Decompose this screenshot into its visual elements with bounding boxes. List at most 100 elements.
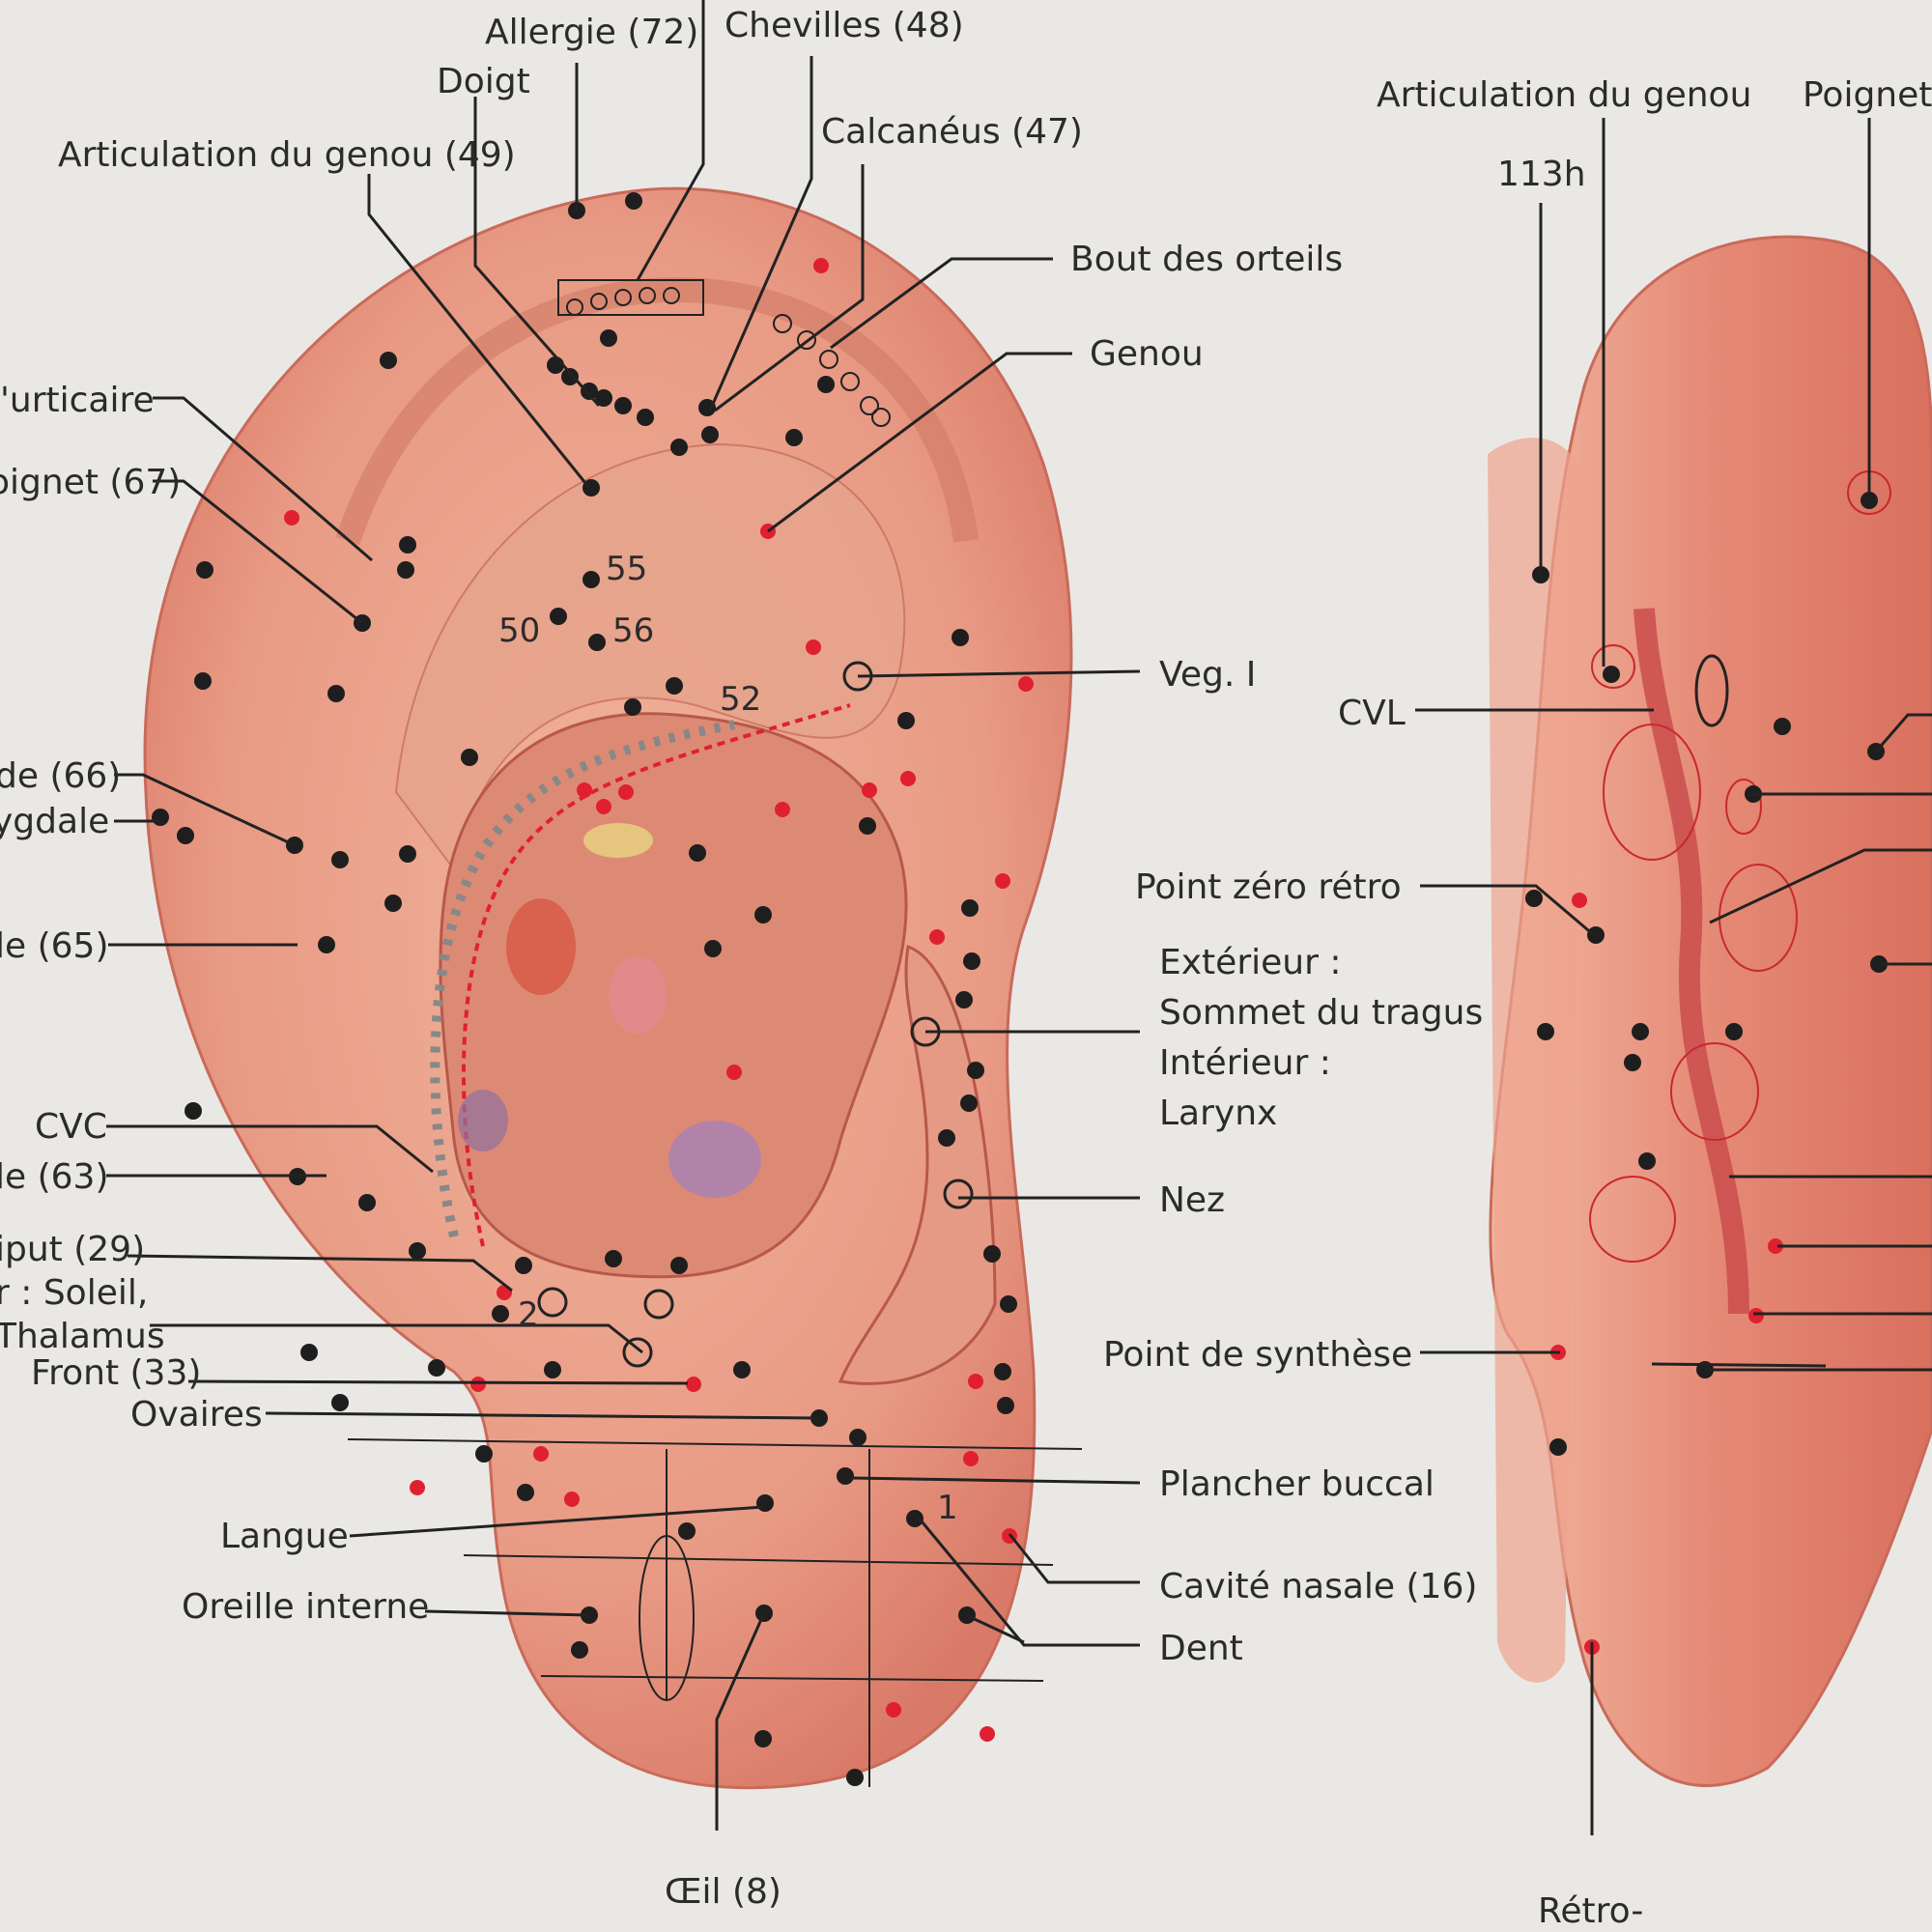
thalamus-point	[622, 1337, 653, 1368]
label-amygdale: ygdale	[0, 802, 109, 841]
acupuncture-point-black	[1587, 926, 1605, 944]
acupuncture-point-black	[1537, 1023, 1554, 1040]
label-de-66: de (66)	[0, 756, 121, 796]
label-oreille-interne: Oreille interne	[182, 1587, 429, 1627]
cvl-vessel	[1634, 608, 1749, 1315]
label-occiput: iput (29)	[0, 1230, 145, 1269]
organ-stomach	[609, 956, 667, 1034]
acupuncture-point-red	[980, 1726, 995, 1742]
acupuncture-point-black	[1000, 1295, 1017, 1313]
acupuncture-point-black	[492, 1305, 509, 1322]
nose-point	[943, 1179, 974, 1209]
acupuncture-point-black	[963, 952, 980, 970]
acupuncture-point-black	[517, 1484, 534, 1501]
acupuncture-point-black	[561, 368, 579, 385]
acupuncture-point-black	[994, 1363, 1011, 1380]
acupuncture-point-black	[1525, 890, 1543, 907]
organ-lung	[458, 1090, 508, 1151]
acupuncture-point-black	[515, 1257, 532, 1274]
label-thalamus: Thalamus	[0, 1317, 165, 1356]
acupuncture-point-black	[196, 561, 213, 579]
acupuncture-point-red	[813, 258, 829, 273]
acupuncture-point-black	[733, 1361, 751, 1378]
acupuncture-point-red	[533, 1446, 549, 1462]
number-56: 56	[612, 611, 654, 650]
acupuncture-point-black	[983, 1245, 1001, 1263]
back-ear-fold	[1488, 438, 1584, 1683]
organ-liver	[583, 823, 653, 858]
number-50: 50	[498, 611, 540, 650]
acupuncture-point-black	[1632, 1023, 1649, 1040]
acupuncture-point-black	[637, 409, 654, 426]
soleil-point-b	[643, 1289, 674, 1320]
label-oeil: Œil (8)	[665, 1872, 781, 1912]
acupuncture-point-black	[582, 571, 600, 588]
acupuncture-point-black	[754, 906, 772, 923]
acupuncture-point-black	[380, 352, 397, 369]
acupuncture-point-black	[755, 1605, 773, 1622]
acupuncture-point-black	[960, 1094, 978, 1112]
label-cvl: CVL	[1338, 694, 1406, 733]
acupuncture-point-black	[906, 1510, 923, 1527]
acupuncture-point-black	[897, 712, 915, 729]
acupuncture-point-black	[785, 429, 803, 446]
eye-ellipse	[639, 1535, 695, 1701]
label-articulation-genou-49: Articulation du genou (49)	[58, 135, 516, 175]
concha-rim	[430, 720, 735, 1238]
back-circles	[1589, 470, 1891, 1263]
label-retro: Rétro-	[1538, 1891, 1643, 1931]
number-2: 2	[518, 1295, 539, 1334]
acupuncture-point-black	[1603, 666, 1620, 683]
allergie-box	[557, 279, 704, 316]
label-soleil: r : Soleil,	[0, 1273, 148, 1313]
acupuncture-point-red	[775, 802, 790, 817]
label-langue: Langue	[220, 1517, 349, 1556]
acupuncture-point-black	[428, 1359, 445, 1377]
back-ear	[1488, 235, 1932, 1787]
acupuncture-point-black	[327, 685, 345, 702]
acupuncture-point-black	[194, 672, 212, 690]
acupuncture-point-black	[1549, 1438, 1567, 1456]
back-dark-ellipse	[1694, 654, 1729, 727]
acupuncture-point-black	[952, 629, 969, 646]
acupuncture-point-red	[564, 1492, 580, 1507]
concha	[439, 712, 908, 1279]
acupuncture-point-black	[666, 677, 683, 695]
acupuncture-point-black	[846, 1769, 864, 1786]
acupuncture-point-red	[726, 1065, 742, 1080]
labels: Allergie (72) Chevilles (48) Doigt Artic…	[0, 6, 1932, 1931]
acupuncture-point-black	[544, 1361, 561, 1378]
acupuncture-point-red	[806, 639, 821, 655]
label-nez: Nez	[1159, 1180, 1225, 1220]
acupuncture-point-black	[571, 1641, 588, 1659]
label-urticaire: l'urticaire	[0, 381, 155, 420]
acupuncture-point-red	[470, 1377, 486, 1392]
acupuncture-point-black	[961, 899, 979, 917]
acupuncture-point-red	[929, 929, 945, 945]
label-poignet-right: Poignet	[1803, 75, 1932, 115]
front-ear	[143, 186, 1083, 1790]
acupuncture-point-red	[900, 771, 916, 786]
label-cavite-nasale: Cavité nasale (16)	[1159, 1567, 1477, 1606]
acupuncture-point-black	[754, 1730, 772, 1747]
acupuncture-point-black	[614, 397, 632, 414]
acupuncture-point-black	[756, 1494, 774, 1512]
acupuncture-point-red	[1748, 1308, 1764, 1323]
label-exterieur: Extérieur :	[1159, 943, 1341, 982]
number-52: 52	[720, 680, 761, 719]
acupuncture-point-black	[1861, 492, 1878, 509]
acupuncture-point-black	[689, 844, 706, 862]
number-55: 55	[606, 550, 647, 588]
acupuncture-point-black	[595, 389, 612, 407]
acupuncture-point-black	[358, 1194, 376, 1211]
acupuncture-point-black	[624, 698, 641, 716]
label-chevilles: Chevilles (48)	[724, 6, 964, 45]
acupuncture-point-red	[1572, 893, 1587, 908]
acupuncture-point-red	[686, 1377, 701, 1392]
acupuncture-point-black	[817, 376, 835, 393]
acupuncture-point-black	[678, 1522, 696, 1540]
organ-heart	[506, 898, 576, 995]
acupuncture-point-red	[410, 1480, 425, 1495]
acupuncture-point-black	[409, 1242, 426, 1260]
acupuncture-point-black	[384, 895, 402, 912]
